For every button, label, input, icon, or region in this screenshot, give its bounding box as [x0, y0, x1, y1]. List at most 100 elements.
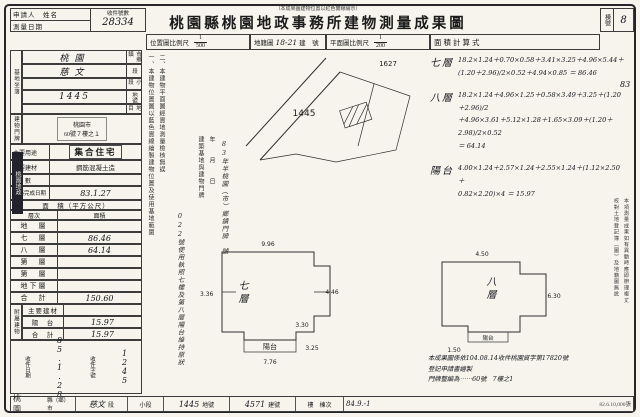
- material-value: 鋼筋混凝土造: [76, 165, 115, 172]
- footer-bar: 桃 園 縣（鄉）市 慈文 段 小段 1445 地號 4571 建號 樓 棟次 8…: [10, 394, 634, 414]
- annex-strip-label: 附屬建物: [10, 304, 22, 340]
- usage-row: 主要用途 集合住宅: [10, 144, 142, 160]
- footer-section-cell: 慈文 段: [75, 397, 127, 411]
- footer-right-cell: 84.9.-1 82.6.10,000張: [343, 397, 633, 411]
- dim-balcony: 3.25: [305, 345, 319, 352]
- subject-building-hatched: [339, 101, 373, 129]
- site-parcel-value: 1445: [59, 92, 90, 102]
- calc-balcony-line1: 4.00×1.24＋2.57×1.24＋2.55×1.24＋(1.12×2.50…: [458, 163, 620, 185]
- site-subsection-label: 小段: [126, 79, 141, 89]
- floor-plan-scale-label: 平面圖比例尺: [330, 40, 369, 47]
- plan-scale-denominator: 200: [374, 41, 387, 49]
- calc-floor7-line2: (1.20＋2.96)/2×0.52＋4.94×0.85 ＝ 86.46: [458, 68, 597, 77]
- area-row-value: 86.46: [88, 233, 111, 243]
- footer-parcel-label: 地號: [202, 402, 215, 409]
- area-row-basement: 地下層: [10, 280, 142, 292]
- door-plate-line1: 桃園市: [72, 123, 91, 129]
- receive-number-value: 28334: [102, 17, 134, 28]
- completion-date-label: 建築完成日期: [11, 187, 50, 199]
- calc-balcony-label: 陽台: [430, 165, 454, 177]
- floor8-label: 八層: [484, 276, 495, 302]
- area-calculation-label: 面積計算式: [434, 37, 482, 47]
- site-parcel-label: 地號: [126, 91, 141, 103]
- area-row-value: [58, 269, 141, 279]
- receive-id-label: 收件字號: [89, 356, 95, 378]
- office-stamp: 桃園地政: [12, 152, 23, 214]
- location-map-scale-label: 位置圖比例尺: [150, 40, 189, 47]
- parcel-boundary: [259, 71, 411, 163]
- dim-top: 4.50: [475, 251, 489, 258]
- print-batch-info: 82.6.10,000張: [599, 402, 631, 408]
- location-map-scale-fraction: 1 500: [194, 35, 207, 49]
- calc-floor8-line3: ＝ 64.14: [458, 142, 486, 151]
- floor7-label: 七層: [236, 280, 247, 306]
- area-table-title: 面 積（平方公尺）: [10, 200, 142, 210]
- footer-subsection-cell: 小段: [127, 397, 163, 411]
- calc-floor7-line1: 18.2×1.24＋0.70×0.58＋3.41×3.25＋4.96×5.44＋: [458, 56, 624, 64]
- area-row-value: [58, 281, 141, 291]
- area-row-ground: 地 層: [10, 220, 142, 232]
- floor7-balcony-outline: [243, 339, 297, 353]
- site-section-label: 段: [126, 65, 141, 77]
- annex-row-total: 合 計 15.97: [22, 328, 142, 340]
- site-row-section: 慈文 段: [22, 64, 142, 78]
- calc-floor8: 八層 18.2×1.24＋4.96×1.25＋0.58×3.49＋3.25＋(1…: [430, 89, 624, 153]
- area-row-label: 合 計: [11, 293, 58, 303]
- floor-plan-scale-fraction: 1 200: [374, 35, 387, 49]
- calc-balcony-line2: 0.82×2.20)×4 ＝ 15.97: [458, 189, 535, 198]
- cadastral-map-label: 地籍圖: [254, 40, 274, 47]
- site-row-city: 桃園 市鄉鎮: [22, 50, 142, 64]
- footer-section-value: 慈文: [88, 399, 105, 409]
- area-calculations: 七層 18.2×1.24＋0.70×0.58＋3.41×3.25＋4.96×5.…: [430, 54, 624, 209]
- area-row-label: 地 層: [11, 221, 58, 231]
- footer-building-value: 4571: [244, 399, 266, 409]
- area-row-value: [58, 257, 141, 267]
- floors-row: 層 數: [10, 174, 142, 186]
- calc-floor8-line1: 18.2×1.24＋4.96×1.25＋0.58×3.49＋3.25＋(1.20…: [458, 90, 621, 112]
- building-block-value: 8: [620, 14, 627, 26]
- footer-county-cell: 桃 園 縣（鄉）市: [11, 394, 75, 414]
- applicant-label: 申請人 姓名: [13, 12, 58, 20]
- material-label: 主要建材: [11, 161, 50, 173]
- building-block-label: 棟號: [601, 9, 614, 31]
- dim-inner: 3.30: [295, 322, 309, 329]
- calc-floor8-label: 八層: [430, 92, 454, 104]
- door-plate-handwritten-note: 83年半桃園（市）鄉鎮門牌 號: [220, 140, 228, 256]
- footer-parcel-value: 1445: [178, 399, 200, 409]
- annex-row-value: [64, 305, 141, 315]
- dim-right: 6.30: [547, 293, 561, 300]
- footer-floor-cell: 樓 棟次: [295, 397, 343, 411]
- area-row-label: 七 層: [11, 233, 58, 243]
- usage-label: 主要用途: [11, 145, 50, 159]
- area-row-8f: 八 層 64.14: [10, 244, 142, 256]
- receive-date-label: 收件日期: [24, 356, 30, 378]
- footer-subsection-label: 小段: [139, 402, 152, 409]
- floor8-outline: [441, 261, 547, 333]
- annex-row-label: 合 計: [23, 329, 64, 339]
- note-1: 一、本建物位置圖以藍色實線繪製建物位置及使用基地範圍: [147, 54, 153, 236]
- note-2: 二、本建物平面圖經實地測量檢核無誤: [158, 54, 164, 173]
- registration-notes: 本成果圖係依104.08.14收件桃園資字第17820號 登記申請書繪製 門牌整…: [428, 354, 632, 386]
- floor7-outline: [221, 251, 331, 341]
- floor-plan-scale-cell: 平面圖比例尺 1 200: [326, 34, 430, 50]
- site-row-parcel: 1445 地號: [22, 90, 142, 104]
- calc-floor7: 七層 18.2×1.24＋0.70×0.58＋3.41×3.25＋4.96×5.…: [430, 54, 624, 80]
- registration-note-line1: 本成果圖係依104.08.14收件桃園資字第17820號: [428, 355, 569, 362]
- balcony-label: 陽台: [482, 334, 494, 342]
- plan-scale-numerator: 1: [379, 34, 382, 41]
- road-line-2: [259, 71, 341, 161]
- inner-lot-line: [357, 83, 375, 147]
- margin-handwritten-note: 83: [620, 80, 631, 89]
- door-plate-strip-label: 建物門牌: [10, 114, 22, 144]
- floor7-plan: 9.96 3.36 4.46 3.30 7.76 陽台 3.25: [200, 241, 339, 366]
- road-line-1: [245, 57, 327, 147]
- site-landuse-label: 地目: [126, 105, 141, 113]
- area-row-label: 地下層: [11, 281, 58, 291]
- receive-id-value: 1245: [120, 349, 129, 385]
- calc-floor7-label: 七層: [430, 58, 454, 69]
- annex-row-value: 15.97: [91, 329, 114, 339]
- area-row-blank2: 第 層: [10, 268, 142, 280]
- area-row-value: [58, 221, 141, 231]
- usage-value-stamp: 集合住宅: [69, 145, 122, 159]
- site-landuse-value: [23, 105, 126, 113]
